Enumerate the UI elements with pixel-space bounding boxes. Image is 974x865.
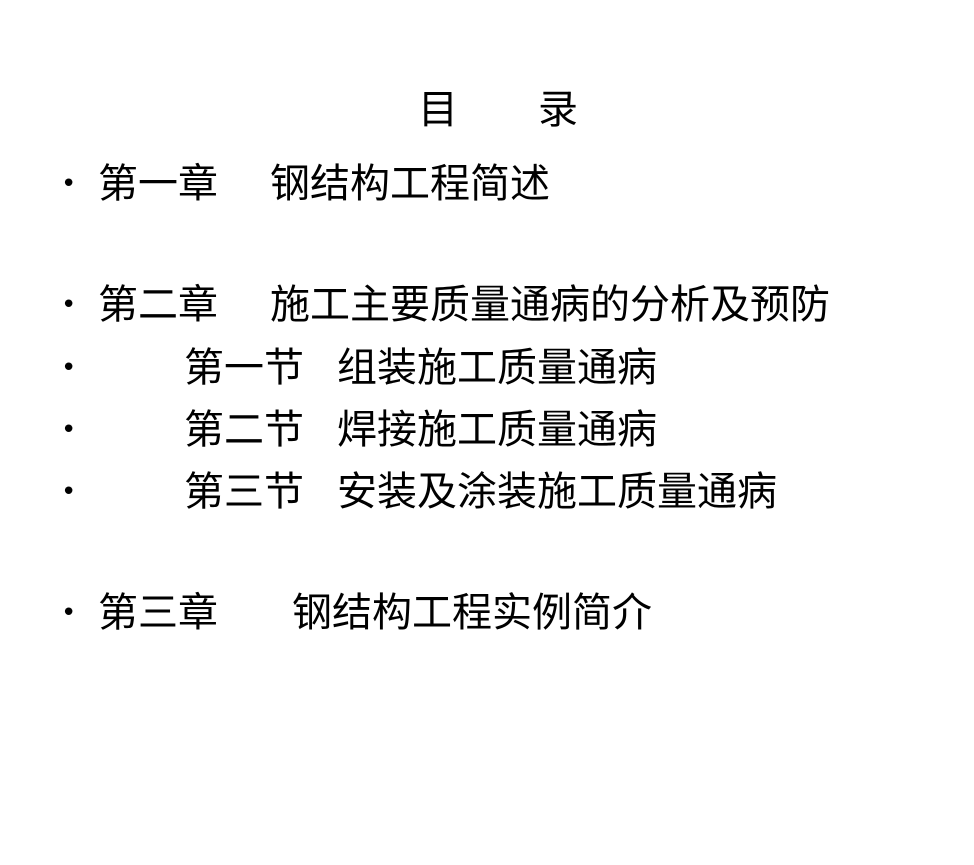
chapter-title: 钢结构工程实例简介 bbox=[292, 590, 652, 636]
page-title: 目 录 bbox=[418, 87, 578, 133]
section-label: 第二节 bbox=[184, 407, 304, 453]
toc-item-chapter-2: • 第二章 施工主要质量通病的分析及预防 bbox=[0, 277, 974, 333]
toc-item-section-2: • 第二节 焊接施工质量通病 bbox=[0, 402, 974, 458]
toc-item-chapter-1: • 第一章 钢结构工程简述 bbox=[0, 156, 974, 212]
bullet-icon: • bbox=[61, 353, 77, 383]
section-title: 安装及涂装施工质量通病 bbox=[337, 469, 777, 515]
bullet-icon: • bbox=[61, 598, 77, 628]
toc-item-chapter-3: • 第三章 钢结构工程实例简介 bbox=[0, 585, 974, 641]
chapter-label: 第一章 bbox=[98, 161, 218, 207]
chapter-title: 钢结构工程简述 bbox=[270, 161, 550, 207]
section-label: 第一节 bbox=[184, 345, 304, 391]
bullet-icon: • bbox=[61, 169, 77, 199]
section-title: 组装施工质量通病 bbox=[337, 345, 657, 391]
section-title: 焊接施工质量通病 bbox=[337, 407, 657, 453]
slide: 目 录 • 第一章 钢结构工程简述 • 第二章 施工主要质量通病的分析及预防 •… bbox=[0, 87, 974, 641]
section-label: 第三节 bbox=[184, 469, 304, 515]
chapter-label: 第三章 bbox=[98, 590, 218, 636]
toc-item-section-1: • 第一节 组装施工质量通病 bbox=[0, 340, 974, 396]
bullet-icon: • bbox=[61, 415, 77, 445]
bullet-icon: • bbox=[61, 290, 77, 320]
chapter-title: 施工主要质量通病的分析及预防 bbox=[270, 282, 830, 328]
bullet-icon: • bbox=[61, 477, 77, 507]
chapter-label: 第二章 bbox=[98, 282, 218, 328]
toc-item-section-3: • 第三节 安装及涂装施工质量通病 bbox=[0, 464, 974, 520]
